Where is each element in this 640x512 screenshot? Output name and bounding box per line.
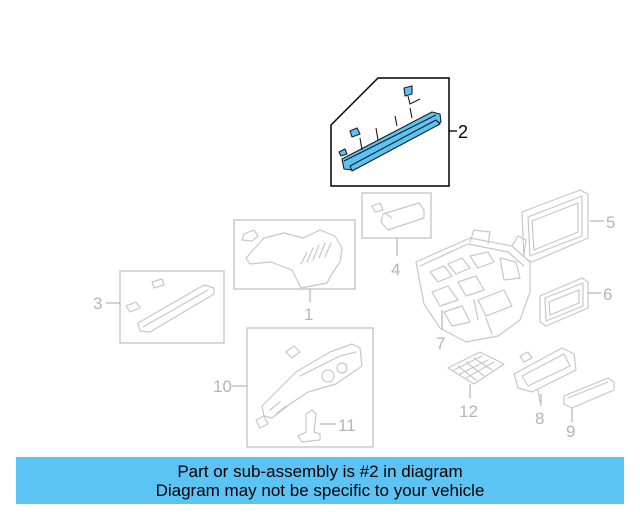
disclaimer-banner: Part or sub-assembly is #2 in diagram Di… xyxy=(16,457,624,504)
callout-7-label: 7 xyxy=(436,334,445,353)
part-10-box xyxy=(246,327,374,448)
part-3-box xyxy=(119,270,225,344)
callout-9-label: 9 xyxy=(566,422,575,441)
part-11-group[interactable]: 11 xyxy=(297,409,356,443)
callout-11-label: 11 xyxy=(338,416,356,435)
part-7-group[interactable]: 7 xyxy=(415,229,531,353)
part-4-group[interactable]: 4 xyxy=(361,192,432,279)
callout-3-label: 3 xyxy=(93,294,102,313)
part-2-trim-panel xyxy=(338,85,442,172)
part-8-group[interactable]: 8 xyxy=(513,347,577,428)
part-2-group[interactable]: 2 xyxy=(330,77,468,187)
callout-5-label: 5 xyxy=(606,213,615,232)
callout-6-label: 6 xyxy=(603,285,612,304)
part-2-box xyxy=(330,77,450,187)
part-3-group[interactable]: 3 xyxy=(93,270,225,344)
callout-10-label: 10 xyxy=(213,377,232,396)
part-12-group[interactable]: 12 xyxy=(447,351,505,421)
callout-1-label: 1 xyxy=(304,305,313,324)
callout-2-label: 2 xyxy=(458,122,468,142)
banner-line-2: Diagram may not be specific to your vehi… xyxy=(155,480,485,500)
part-10-group[interactable]: 10 xyxy=(213,327,374,448)
callout-12-label: 12 xyxy=(459,402,478,421)
part-6-group[interactable]: 6 xyxy=(539,277,612,327)
banner-line-1: Part or sub-assembly is #2 in diagram xyxy=(177,461,463,481)
part-5-group[interactable]: 5 xyxy=(521,189,615,263)
callout-8-label: 8 xyxy=(535,409,544,428)
part-9-group[interactable]: 9 xyxy=(563,377,615,441)
callout-4-label: 4 xyxy=(391,260,400,279)
parts-diagram: 2 4 1 3 5 xyxy=(93,77,615,448)
part-1-group[interactable]: 1 xyxy=(233,219,356,324)
part-1-box xyxy=(233,219,356,290)
